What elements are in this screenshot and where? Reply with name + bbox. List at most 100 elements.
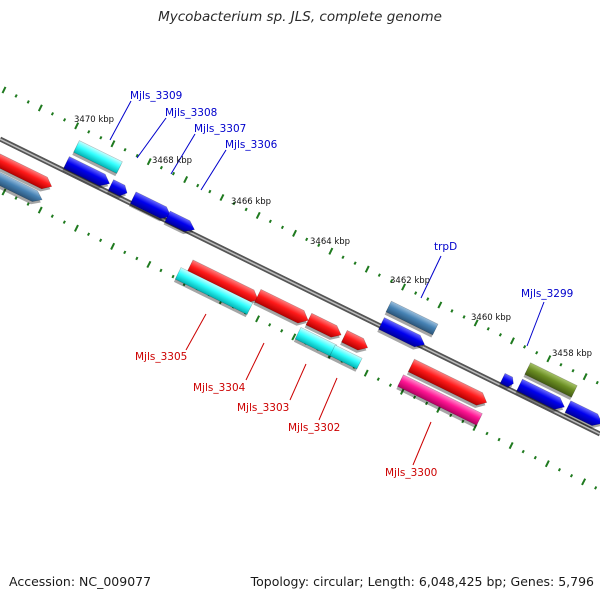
- label-leader-lines: [109, 100, 545, 466]
- feature-red-left[interactable]: [0, 143, 55, 195]
- tick-mark: [62, 220, 66, 224]
- tick-mark: [461, 419, 465, 424]
- tick-mark: [292, 229, 297, 237]
- gene-label-mjls-3308[interactable]: Mjls_3308: [165, 107, 217, 119]
- tick-mark: [255, 315, 260, 323]
- kbp-label-3460: 3460 kbp: [471, 313, 511, 323]
- feature-blue-3307-body: [129, 191, 172, 219]
- gene-label-mjls-3304[interactable]: Mjls_3304: [193, 382, 246, 394]
- tick-mark: [208, 189, 212, 194]
- feature-red-3303[interactable]: [304, 312, 344, 343]
- tick-mark: [497, 437, 501, 442]
- feature-cyan-3303-body: [294, 326, 338, 358]
- gene-label-mjls-3302[interactable]: Mjls_3302: [288, 422, 340, 434]
- feature-steel-left-body: [0, 160, 43, 202]
- tick-mark: [86, 232, 91, 237]
- tick-mark: [436, 405, 442, 413]
- leader-mjls-3299: [526, 301, 545, 347]
- tick-mark: [521, 449, 525, 454]
- tick-mark: [50, 214, 54, 218]
- feature-cyan-3305-body: [174, 267, 254, 315]
- feature-blue-3299[interactable]: [515, 378, 567, 415]
- tick-mark: [425, 401, 429, 406]
- tick-mark: [1, 188, 7, 196]
- kbp-label-3466: 3466 kbp: [231, 197, 271, 207]
- gene-label-mjls-3303[interactable]: Mjls_3303: [237, 402, 289, 414]
- tick-mark: [232, 201, 236, 206]
- tick-mark: [305, 237, 309, 242]
- tick-mark: [74, 224, 79, 232]
- tick-mark: [74, 122, 80, 130]
- tick-mark: [196, 183, 200, 188]
- gene-label-mjls-3299[interactable]: Mjls_3299: [521, 288, 573, 300]
- tick-mark: [557, 467, 562, 472]
- tick-mark: [268, 323, 272, 327]
- tick-mark: [377, 273, 381, 277]
- tick-mark: [569, 473, 574, 478]
- feature-magenta-3300-body: [397, 374, 483, 426]
- feature-steel-left[interactable]: [0, 160, 45, 208]
- feature-blue-3309[interactable]: [62, 156, 112, 193]
- tick-mark: [388, 383, 392, 387]
- tick-mark: [26, 100, 30, 104]
- feature-magenta-3300[interactable]: [396, 374, 483, 428]
- feature-blue-trpd[interactable]: [377, 317, 427, 354]
- gene-label-trpd[interactable]: trpD: [434, 241, 457, 253]
- gene-label-mjls-3306[interactable]: Mjls_3306: [225, 139, 278, 151]
- gene-label-mjls-3307[interactable]: Mjls_3307: [194, 123, 246, 135]
- tick-mark: [414, 291, 418, 295]
- topology-text: Topology: circular; Length: 6,048,425 bp…: [250, 574, 594, 589]
- genome-backbone: [0, 136, 600, 437]
- tick-mark: [486, 327, 490, 331]
- tick-mark: [535, 350, 539, 355]
- tick-mark: [146, 260, 152, 269]
- feature-olive-3299[interactable]: [523, 362, 578, 400]
- feature-blue-3299-body: [516, 378, 565, 410]
- kbp-label-3464: 3464 kbp: [310, 237, 350, 247]
- tick-mark: [594, 486, 598, 490]
- tick-mark: [544, 460, 550, 468]
- gene-label-mjls-3305[interactable]: Mjls_3305: [135, 351, 187, 363]
- feature-blue-small-body: [499, 373, 514, 388]
- feature-steel-trpd[interactable]: [384, 300, 439, 338]
- forward-gene-labels: Mjls_3309 Mjls_3308 Mjls_3307 Mjls_3306 …: [130, 90, 573, 300]
- gene-label-mjls-3309[interactable]: Mjls_3309: [130, 90, 182, 102]
- feature-cyan-3309[interactable]: [72, 140, 123, 177]
- feature-cyan-3302[interactable]: [328, 344, 363, 372]
- feature-cyan-3305[interactable]: [173, 267, 254, 318]
- tick-mark: [255, 211, 261, 220]
- feature-cyan-3303[interactable]: [293, 326, 338, 360]
- tick-mark: [1, 86, 7, 94]
- leader-mjls-3304: [245, 342, 265, 381]
- feature-blue-3308[interactable]: [106, 179, 130, 201]
- tick-mark: [171, 274, 175, 279]
- leader-mjls-3302: [318, 377, 338, 421]
- tick-mark: [62, 118, 67, 122]
- tick-mark: [159, 165, 163, 170]
- kbp-label-3468: 3468 kbp: [152, 156, 192, 166]
- tick-mark: [135, 256, 139, 261]
- feature-blue-3308-body: [107, 179, 128, 197]
- feature-red-3302[interactable]: [340, 330, 370, 356]
- leader-mjls-3306: [200, 149, 227, 191]
- tick-mark: [99, 135, 103, 140]
- tick-mark: [244, 207, 248, 212]
- kbp-tick-labels: 3470 kbp 3468 kbp 3466 kbp 3464 kbp 3462…: [74, 115, 592, 359]
- feature-blue-3306[interactable]: [163, 210, 198, 238]
- feature-red-3300[interactable]: [406, 358, 490, 411]
- feature-red-3305[interactable]: [185, 259, 261, 309]
- feature-steel-trpd-body: [385, 300, 439, 336]
- upper-tick-row: [1, 86, 599, 385]
- tick-mark: [50, 112, 55, 116]
- feature-red-3304[interactable]: [253, 288, 311, 329]
- tick-mark: [363, 369, 369, 377]
- tick-mark: [110, 140, 116, 148]
- gene-features: [0, 140, 600, 432]
- feature-blue-right[interactable]: [563, 400, 600, 432]
- gene-label-mjls-3300[interactable]: Mjls_3300: [385, 467, 437, 479]
- leader-mjls-3303: [289, 363, 307, 401]
- feature-blue-small[interactable]: [498, 373, 516, 391]
- feature-blue-3306-body: [164, 210, 195, 232]
- feature-blue-3307[interactable]: [128, 191, 174, 225]
